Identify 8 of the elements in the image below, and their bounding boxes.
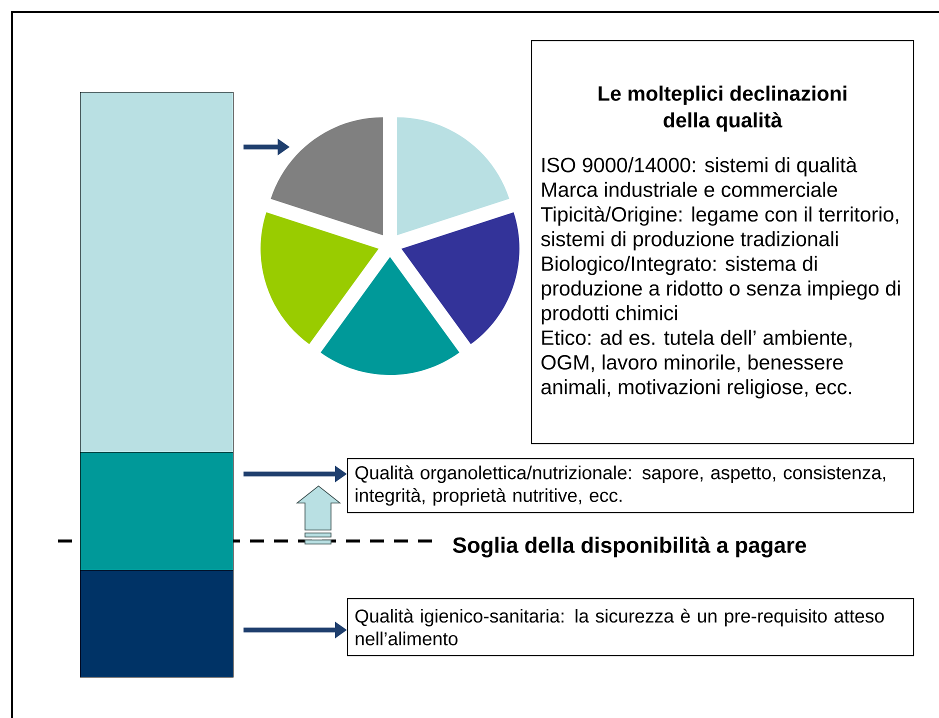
pie-chart-drawing [260, 117, 520, 375]
text-box: Qualità igienico-sanitaria: la sicurezza è un pre-requisito atteso nell’alimento [347, 598, 914, 656]
bar-segment [80, 570, 234, 678]
threshold-label: Soglia della disponibilità a pagare [452, 536, 806, 558]
bar-segment [80, 92, 234, 453]
text-box: Le molteplici declinazioni della qualità ISO 9000/14000: sistemi di qualità Marca industriale e commerciale Tipicità/Origine: legame con il territorio, sistemi di produzione tradizionali Biologico/Integrato: sistema di produzione a ridotto o senza impiego di prodotti chimici Etico: ad es. tutela dell’ ambiente, OGM, lavoro minorile, benessere animali, motivazioni religiose, ecc. [531, 40, 914, 444]
bar-segment [80, 452, 234, 571]
text-box: Qualità organolettica/nutrizionale: sapore, aspetto, consistenza, integrità, proprietà nutritive, ecc. [347, 458, 914, 514]
